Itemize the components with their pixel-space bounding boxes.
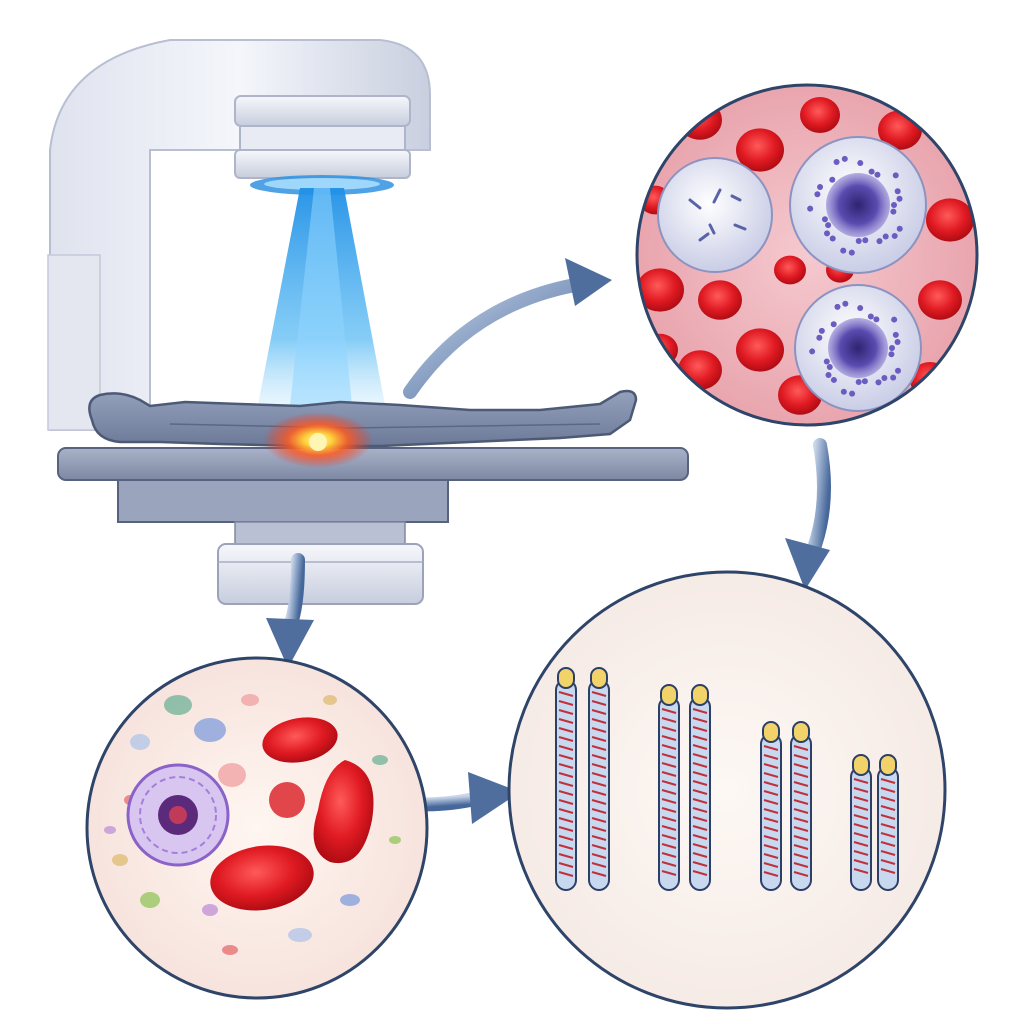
radiation-beam-icon <box>258 188 385 405</box>
red-blood-cell <box>918 280 962 320</box>
red-blood-cell <box>678 100 722 140</box>
red-blood-cell <box>774 255 806 285</box>
patient-icon <box>88 389 638 448</box>
red-blood-cell <box>926 198 974 242</box>
treatment-table-icon <box>57 447 689 605</box>
red-blood-cell <box>698 280 742 320</box>
chromosome <box>790 721 812 891</box>
chromosome <box>760 721 782 891</box>
flow-arrow-icon <box>403 258 612 399</box>
flow-arrow-icon <box>785 438 831 590</box>
red-blood-cell <box>736 128 784 172</box>
chromosomes-icon <box>507 570 947 1010</box>
chromosome <box>658 684 680 891</box>
radiotherapy-machine-icon <box>47 39 431 431</box>
chromosome <box>689 684 711 891</box>
red-blood-cell <box>678 350 722 390</box>
blood-cells-icon <box>635 83 979 427</box>
red-blood-cell <box>800 97 840 133</box>
damaged-cells-icon <box>85 656 429 1000</box>
chromosome <box>555 667 577 891</box>
flow-arrow-icon <box>266 553 314 668</box>
irradiation-hotspot-icon <box>263 412 373 468</box>
chromosome <box>850 754 872 891</box>
red-blood-cell <box>637 268 684 312</box>
red-blood-cell <box>736 328 784 372</box>
chromosome <box>877 754 899 891</box>
chromosome <box>588 667 610 891</box>
